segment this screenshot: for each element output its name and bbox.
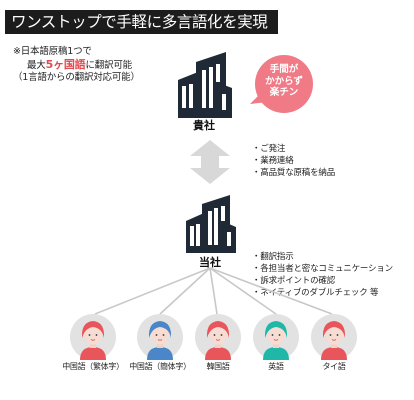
translator-language-label: 英語 [268, 362, 284, 371]
page-title: ワンストップで手軽に多言語化を実現 [5, 10, 278, 34]
translator-language-label: 韓国語 [206, 362, 230, 371]
translator-avatar [70, 314, 116, 360]
company-task: ・ネイティブのダブルチェック 等 [252, 288, 379, 298]
speech-bubble [250, 55, 313, 113]
bubble-line-2: かからず [265, 75, 303, 87]
note-prefix: 最大 [27, 59, 46, 71]
company-task: ・訴求ポイントの確認 [252, 276, 336, 286]
client-task: ・ご発注 [252, 144, 286, 154]
note-line-2: 最大5ヶ国語に翻訳可能 [13, 57, 140, 73]
note-suffix: に翻訳可能 [85, 59, 132, 71]
bubble-line-1: 手間が [269, 64, 299, 75]
bubble-text: 手間が かからず 楽チン [258, 64, 310, 99]
translator-avatar [311, 314, 357, 360]
translator-avatar [195, 314, 241, 360]
translator-language-label: 中国語（簡体字） [129, 362, 191, 371]
client-building-icon [178, 52, 232, 118]
translation-note: ※日本語原稿1つで 最大5ヶ国語に翻訳可能 （1言語からの翻訳対応可能） [13, 46, 140, 85]
translator-language-label: 中国語（繁体字） [62, 362, 124, 371]
company-building-icon [186, 195, 236, 253]
double-arrow-icon [190, 140, 230, 184]
translator-avatar [137, 314, 183, 360]
note-emphasis: 5ヶ国語 [45, 57, 86, 71]
company-task: ・翻訳指示 [252, 252, 294, 262]
client-task: ・業務連絡 [252, 156, 294, 166]
translator-avatar [253, 314, 299, 360]
client-task: ・高品質な原稿を納品 [252, 168, 336, 178]
client-label: 貴社 [193, 119, 215, 132]
company-task-list: ・翻訳指示 ・各担当者と密なコミュニケーション ・訴求ポイントの確認 ・ネイティ… [252, 251, 393, 299]
bubble-line-3: 楽チン [269, 87, 299, 98]
note-line-1: ※日本語原稿1つで [13, 46, 92, 57]
client-task-list: ・ご発注 ・業務連絡 ・高品質な原稿を納品 [252, 143, 335, 179]
note-line-3: （1言語からの翻訳対応可能） [13, 72, 140, 83]
company-task: ・各担当者と密なコミュニケーション [252, 264, 393, 274]
company-label: 当社 [199, 256, 221, 269]
translator-language-label: タイ語 [322, 362, 346, 371]
